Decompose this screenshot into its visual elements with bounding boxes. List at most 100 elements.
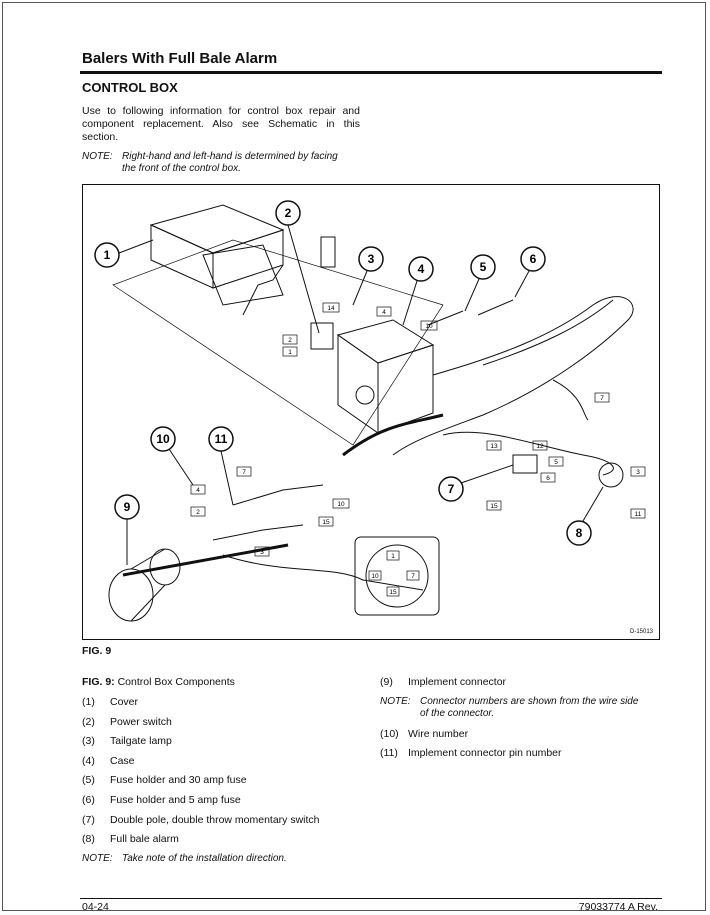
- pin-number-15: 15: [389, 589, 397, 596]
- document-number: 79033774 A Rev.: [578, 901, 658, 913]
- svg-text:6: 6: [530, 252, 537, 266]
- power-switch-part: [310, 322, 334, 350]
- component-list-right: (9)Implement connector NOTE:Connector nu…: [380, 676, 670, 767]
- svg-text:1: 1: [104, 248, 111, 262]
- svg-text:7: 7: [242, 469, 246, 476]
- caption-label: FIG. 9:: [82, 676, 115, 688]
- figure-caption: FIG. 9: Control Box Components: [82, 676, 235, 688]
- pin-wire-1: [232, 484, 324, 506]
- svg-text:5: 5: [554, 459, 558, 466]
- callout-5: 5: [464, 254, 496, 312]
- svg-text:2: 2: [196, 509, 200, 516]
- pin-number-7: 7: [411, 573, 415, 580]
- wire-tag-2b: 2: [190, 506, 206, 517]
- ground-plane: [112, 239, 444, 446]
- title-rule: [80, 71, 662, 74]
- svg-text:8: 8: [576, 526, 583, 540]
- note-connector: NOTE:Connector numbers are shown from th…: [380, 695, 639, 719]
- wire-tag-15b: 15: [318, 516, 334, 527]
- momentary-switch-part: [512, 454, 538, 474]
- svg-text:14: 14: [327, 305, 335, 312]
- wire-tag-3b: 3: [254, 546, 270, 557]
- callout-9: 9: [114, 494, 140, 565]
- wire-harness: [392, 296, 634, 456]
- callout-11: 11: [208, 426, 234, 506]
- implement-connector-part: [108, 568, 154, 622]
- wire-tag-1: 1: [282, 346, 298, 357]
- list-item: (7)Double pole, double throw momentary s…: [82, 813, 320, 826]
- list-item: (5)Fuse holder and 30 amp fuse: [82, 774, 247, 787]
- note-orientation: NOTE: Right-hand and left-hand is determi…: [82, 151, 372, 175]
- wire-harness-2: [482, 299, 614, 366]
- svg-text:2: 2: [288, 337, 292, 344]
- callout-3: 3: [352, 246, 384, 306]
- alarm-part: [598, 462, 624, 488]
- svg-text:5: 5: [480, 260, 487, 274]
- svg-text:7: 7: [600, 395, 604, 402]
- mount-plate: [202, 244, 284, 306]
- list-item: (11)Implement connector pin number: [380, 747, 562, 760]
- svg-text:10: 10: [337, 501, 345, 508]
- fuse-holder-30: [427, 310, 464, 326]
- wire-tag-3: 3: [630, 466, 646, 477]
- subtitle: CONTROL BOX: [82, 80, 178, 95]
- wire-tag-4: 4: [376, 306, 392, 317]
- list-item: (9)Implement connector: [380, 676, 507, 688]
- svg-text:11: 11: [215, 432, 228, 446]
- list-item: (6)Fuse holder and 5 amp fuse: [82, 793, 241, 806]
- wire-tag-7b: 7: [236, 466, 252, 477]
- figure-box: 1 10 7 15 1 2 3 4: [82, 184, 660, 640]
- inset-leader: [122, 543, 289, 577]
- wire-tag-10: 10: [420, 320, 438, 331]
- wire-tag-4b: 4: [190, 484, 206, 495]
- fuse-holder-5: [477, 299, 514, 316]
- component-list: (1)Cover (2)Power switch (3)Tailgate lam…: [82, 696, 372, 865]
- pin-number-10: 10: [371, 573, 379, 580]
- note-text: Right-hand and left-hand is determined b…: [122, 151, 338, 162]
- callout-4: 4: [402, 256, 434, 326]
- svg-text:10: 10: [156, 432, 170, 446]
- svg-text:7: 7: [448, 482, 455, 496]
- wire-harness-3: [442, 431, 614, 476]
- section-title: Balers With Full Bale Alarm: [82, 50, 278, 67]
- caption-text: Control Box Components: [117, 676, 235, 688]
- figure-label: FIG. 9: [82, 645, 112, 657]
- list-item: (1)Cover: [82, 696, 139, 708]
- svg-text:15: 15: [322, 519, 330, 526]
- connector-face-inset: 1 10 7 15: [354, 536, 440, 616]
- intro-paragraph: Use to following information for control…: [82, 105, 360, 143]
- lamp-bracket: [320, 236, 336, 268]
- callout-2: 2: [275, 200, 320, 334]
- wire-tag-14: 14: [322, 302, 340, 313]
- wire-tag-12: 12: [532, 440, 548, 451]
- bracket-wire: [242, 264, 284, 316]
- wire-tag-13: 13: [486, 440, 502, 451]
- callout-8: 8: [566, 486, 604, 546]
- note-text-cont: the front of the control box.: [122, 163, 241, 174]
- pin-wire-3: [222, 554, 424, 591]
- callout-7: 7: [438, 464, 514, 502]
- svg-text:4: 4: [196, 487, 200, 494]
- wire-harness-4: [552, 379, 589, 421]
- wire-tag-6: 6: [540, 472, 556, 483]
- svg-text:12: 12: [536, 443, 544, 450]
- svg-text:9: 9: [124, 500, 131, 514]
- callout-10: 10: [150, 426, 194, 486]
- svg-text:2: 2: [285, 206, 292, 220]
- pin-wire-2: [212, 524, 304, 541]
- wire-tag-15: 15: [486, 500, 502, 511]
- note-label: NOTE:: [82, 151, 113, 162]
- footer-rule: [80, 898, 662, 899]
- case-part: [336, 319, 435, 434]
- svg-text:11: 11: [635, 511, 642, 518]
- inset-leader-2: [342, 413, 444, 457]
- wire-tag-10b: 10: [332, 498, 350, 509]
- svg-text:3: 3: [636, 469, 640, 476]
- wire-tag-11: 11: [630, 508, 646, 519]
- list-item: (10)Wire number: [380, 727, 469, 740]
- svg-text:13: 13: [490, 443, 498, 450]
- svg-text:4: 4: [418, 262, 425, 276]
- svg-text:15: 15: [490, 503, 498, 510]
- list-item: (3)Tailgate lamp: [82, 735, 172, 748]
